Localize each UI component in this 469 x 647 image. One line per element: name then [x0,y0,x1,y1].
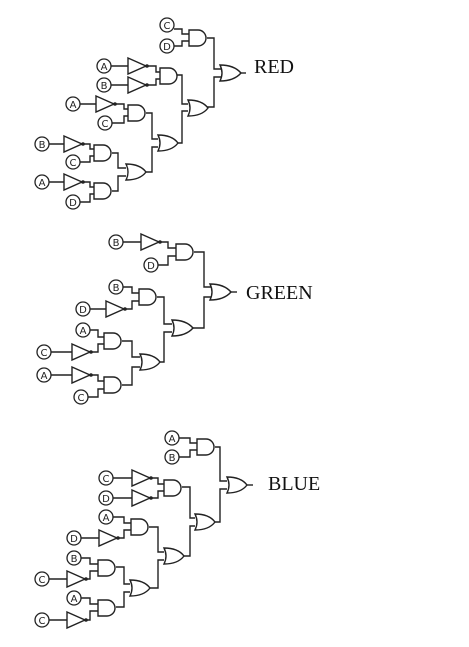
svg-text:D: D [102,494,110,505]
svg-text:C: C [102,119,109,130]
input-b: B [66,550,82,566]
svg-text:D: D [69,198,77,209]
svg-text:C: C [78,393,85,404]
svg-text:A: A [70,100,77,111]
input-c: C [34,612,50,628]
svg-text:A: A [169,434,176,445]
input-d: D [159,38,175,54]
output-label-red: RED [254,56,294,78]
svg-text:A: A [103,513,110,524]
input-b: B [164,449,180,465]
svg-text:D: D [79,305,87,316]
input-a: A [96,58,112,74]
input-b: B [108,234,124,250]
input-c: C [97,115,113,131]
input-b: B [34,136,50,152]
input-d: D [66,530,82,546]
svg-text:B: B [169,453,176,464]
svg-text:B: B [101,81,108,92]
svg-text:A: A [41,371,48,382]
circuit-green: B D B D A C A C GREEN [36,232,313,405]
input-d: D [143,257,159,273]
circuit-red: C D A B A C B C A D RED [34,17,294,210]
svg-text:A: A [101,62,108,73]
input-a: A [164,430,180,446]
input-c: C [98,470,114,486]
svg-text:D: D [163,42,171,53]
input-d: D [65,194,81,210]
svg-text:A: A [80,326,87,337]
input-a: A [98,509,114,525]
svg-text:C: C [164,21,171,32]
input-a: A [36,367,52,383]
svg-text:A: A [71,594,78,605]
input-a: A [65,96,81,112]
output-label-blue: BLUE [268,473,320,495]
input-a: A [34,174,50,190]
svg-text:B: B [113,283,120,294]
input-d: D [98,490,114,506]
svg-text:D: D [147,261,155,272]
svg-text:B: B [71,554,78,565]
input-c: C [65,154,81,170]
input-c: C [159,17,175,33]
svg-text:C: C [103,474,110,485]
svg-text:D: D [70,534,78,545]
input-b: B [108,279,124,295]
svg-text:C: C [39,616,46,627]
input-a: A [75,322,91,338]
svg-text:A: A [39,178,46,189]
svg-text:B: B [113,238,120,249]
input-d: D [75,301,91,317]
input-c: C [34,571,50,587]
output-label-green: GREEN [246,282,313,304]
svg-text:C: C [70,158,77,169]
input-b: B [96,77,112,93]
input-c: C [36,344,52,360]
svg-text:C: C [39,575,46,586]
circuit-blue: A B C D A D B C A C BLUE [34,430,320,630]
input-a: A [66,590,82,606]
svg-text:C: C [41,348,48,359]
input-c: C [73,389,89,405]
svg-text:B: B [39,140,46,151]
